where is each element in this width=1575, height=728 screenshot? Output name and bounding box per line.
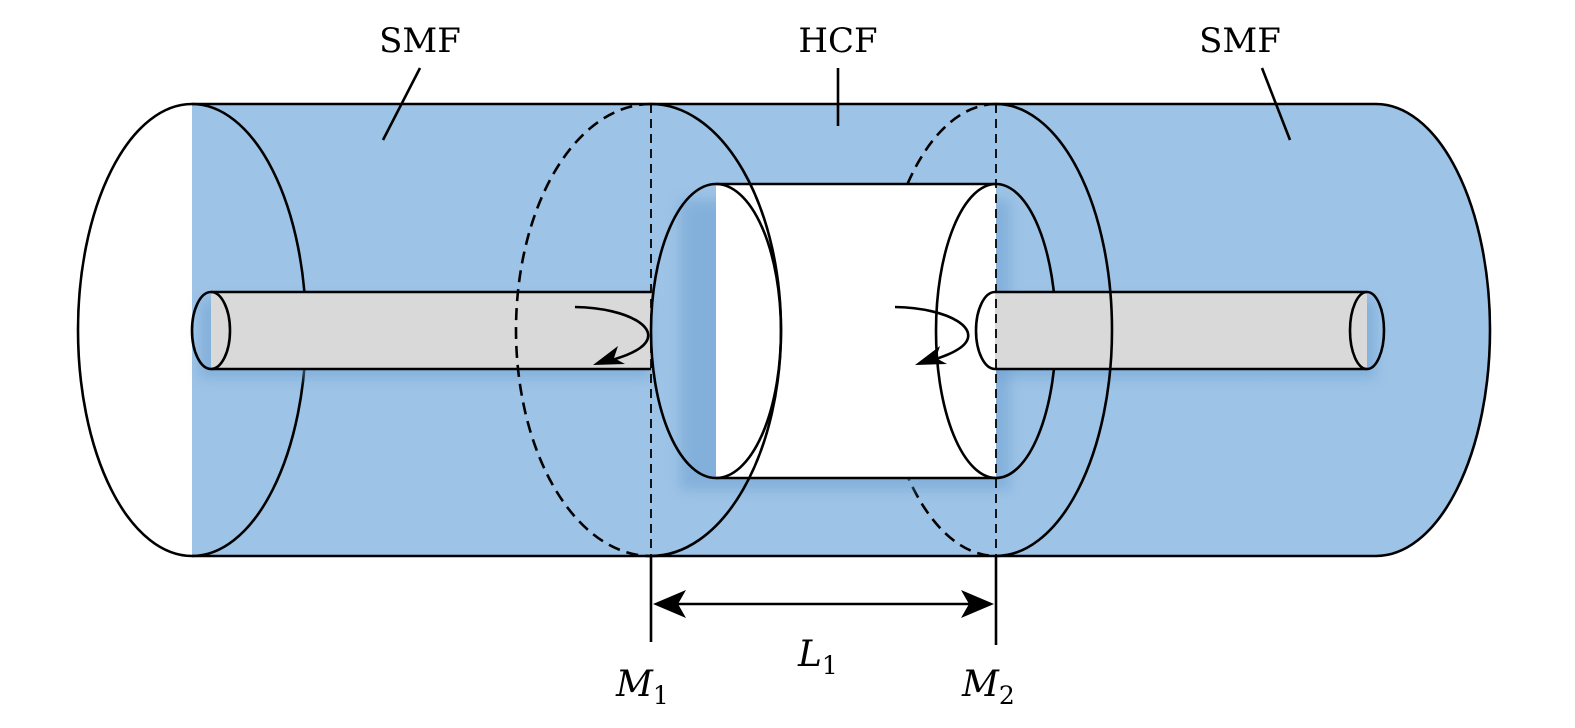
arrowhead-right-icon — [961, 590, 994, 618]
length-dimension — [649, 556, 998, 645]
mirror-1-label: M1 — [615, 664, 669, 710]
smf-left-leader — [381, 67, 422, 141]
right-smf-core — [974, 290, 1386, 371]
smf-right-label: SMF — [1199, 21, 1281, 61]
mirror-1-ring — [514, 102, 783, 558]
smf-right-leader — [1260, 67, 1292, 141]
mirror-2-label: M2 — [961, 664, 1015, 710]
reflection-arrow-1 — [574, 305, 650, 365]
hcf-label: HCF — [798, 21, 877, 61]
left-smf-core — [190, 290, 651, 371]
arrowhead-left-icon — [653, 590, 686, 618]
mirror-2-ring — [995, 102, 1114, 558]
length-label: L1 — [797, 634, 838, 680]
reflection-arrow-2 — [894, 305, 970, 365]
smf-left-label: SMF — [379, 21, 461, 61]
